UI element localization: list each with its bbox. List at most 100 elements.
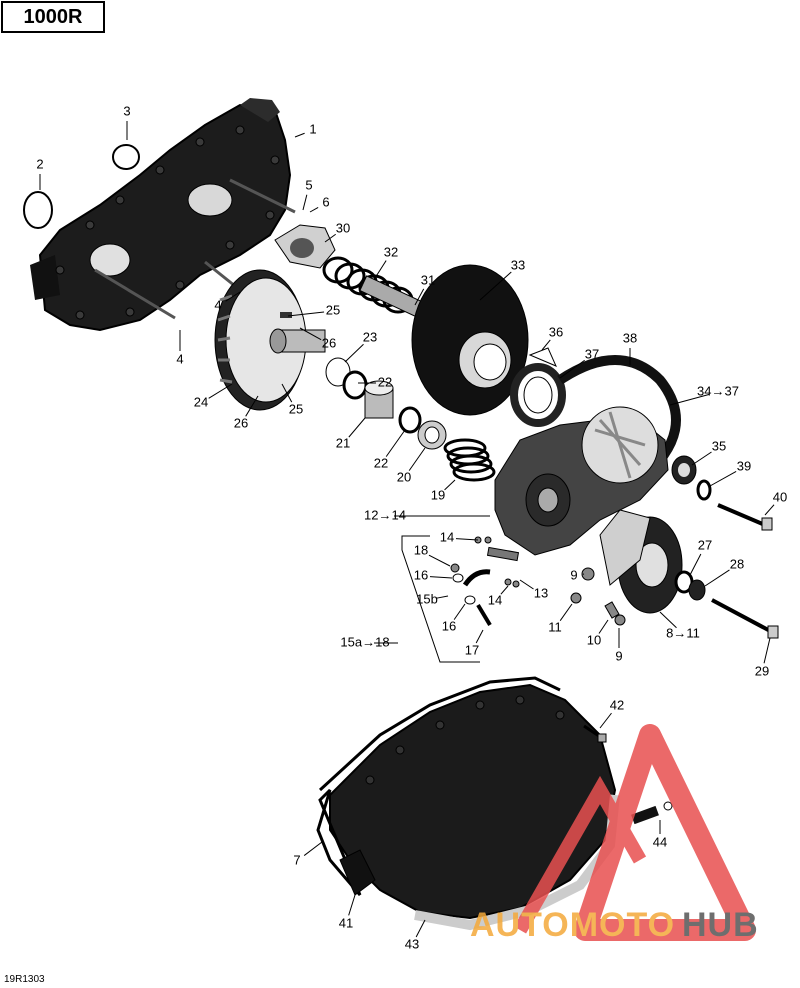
part-label: 3 — [123, 103, 130, 118]
part-label: 28 — [730, 556, 744, 571]
bushing-21 — [364, 380, 394, 419]
washer-22b — [398, 406, 422, 434]
part-label: 10 — [587, 632, 601, 647]
leader-line — [763, 637, 771, 664]
bolt-40 — [717, 503, 773, 531]
part-label: 26 — [322, 335, 336, 350]
bolt-29 — [711, 598, 779, 639]
part-label: 27 — [698, 537, 712, 552]
leader-line — [208, 383, 233, 399]
leader-line — [324, 233, 336, 243]
part-label: 14 — [440, 529, 454, 544]
leader-line — [764, 504, 775, 516]
leader-line — [299, 327, 322, 341]
part-label: 25 — [289, 401, 303, 416]
watermark-logo: AUTOMOTO HUB — [470, 724, 759, 944]
leader-line — [704, 569, 730, 587]
leader-line — [541, 339, 551, 351]
part-label: 44 — [653, 834, 667, 849]
bolt-42 — [583, 724, 607, 743]
part-label: 34→37 — [697, 383, 739, 398]
part-label: 20 — [397, 469, 411, 484]
part-label: 17 — [465, 642, 479, 657]
part-label: 30 — [336, 220, 350, 235]
part-label: 21 — [336, 435, 350, 450]
part-label: 41 — [339, 915, 353, 930]
watermark-text-a: AUTOMOTO — [470, 906, 675, 944]
part-label: 23 — [363, 329, 377, 344]
part-label: 26 — [234, 415, 248, 430]
pin-44 — [631, 801, 673, 825]
part-label: 15a→18 — [340, 634, 389, 649]
clip-36 — [528, 347, 557, 367]
part-label: 6 — [322, 194, 329, 209]
leader-line — [669, 393, 710, 406]
figure-code: 19R1303 — [4, 974, 45, 985]
spring-19 — [443, 438, 496, 482]
drive-pulley-fixed-half — [214, 269, 326, 411]
ring-assembly-37 — [510, 363, 566, 427]
leader-line — [691, 451, 712, 466]
leader-line — [303, 841, 323, 856]
part-label: 4 — [214, 297, 221, 312]
leader-line — [245, 395, 259, 417]
leader-line — [374, 260, 387, 279]
part-label: 25 — [326, 302, 340, 317]
leader-line — [348, 894, 356, 916]
leader-line — [408, 447, 426, 471]
leader-line — [479, 271, 512, 301]
leader-line — [429, 576, 453, 579]
part-label: 9 — [615, 648, 622, 663]
part-label: 16 — [442, 618, 456, 633]
leader-line — [415, 919, 426, 938]
leader-line — [453, 603, 466, 620]
leader-line — [435, 595, 449, 599]
part-label: 14 — [488, 592, 502, 607]
part-label: 15b — [416, 591, 438, 606]
leader-line — [475, 629, 484, 644]
driven-pulley-assembly — [494, 406, 669, 556]
washer-22a — [342, 370, 368, 400]
leader-line — [598, 619, 609, 634]
part-label: 12→14 — [364, 507, 406, 522]
part-label: 43 — [405, 936, 419, 951]
part-label: 38 — [623, 330, 637, 345]
part-label: 35 — [712, 438, 726, 453]
watermark-text-b: HUB — [682, 906, 759, 944]
leader-line — [559, 359, 585, 379]
bearing-20 — [417, 420, 447, 450]
leader-line — [414, 288, 425, 306]
part-label: 24 — [194, 394, 208, 409]
part-label: 39 — [737, 458, 751, 473]
outer-cover-upper — [30, 98, 296, 332]
leader-line — [428, 554, 451, 567]
part-label: 33 — [511, 257, 525, 272]
small-hardware — [450, 536, 626, 627]
part-label: 9 — [570, 567, 577, 582]
part-label: 13 — [534, 585, 548, 600]
o-ring-2 — [23, 191, 53, 229]
leader-line — [500, 585, 509, 595]
washer-27-28 — [674, 570, 706, 601]
leader-line — [519, 579, 534, 590]
leader-line — [225, 291, 241, 302]
leader-line — [287, 311, 325, 317]
leader-line — [385, 429, 406, 457]
part-label: 11 — [548, 619, 562, 634]
part-label: 29 — [755, 663, 769, 678]
leader-line — [659, 611, 677, 629]
part-labels: 123445678→1199101112→1413141415a→1815b16… — [36, 103, 787, 951]
part-label: 7 — [293, 852, 300, 867]
part-label: 18 — [414, 542, 428, 557]
leader-lines — [39, 121, 775, 938]
leader-line — [444, 479, 456, 491]
leader-line — [309, 206, 319, 213]
leader-line — [294, 132, 305, 138]
leader-line — [281, 383, 293, 403]
leader-line — [302, 194, 308, 211]
part-label: 32 — [384, 244, 398, 259]
part-label: 42 — [610, 697, 624, 712]
inner-cover-lower — [316, 676, 620, 931]
part-label: 22 — [374, 455, 388, 470]
